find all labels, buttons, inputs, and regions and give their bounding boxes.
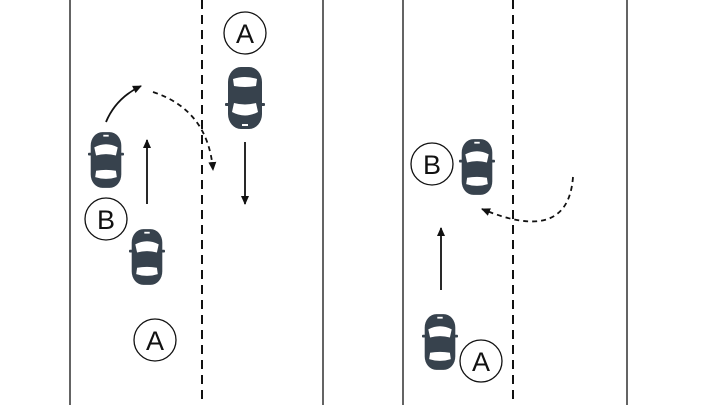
label-a-vehicle-2: A bbox=[459, 339, 503, 383]
label-text: A bbox=[236, 19, 254, 49]
car-icon bbox=[88, 132, 124, 188]
dashed-curved-arrow-icon bbox=[481, 176, 574, 223]
label-a-vehicle: A bbox=[133, 318, 177, 362]
car-icon bbox=[129, 229, 165, 285]
label-b-turning: B bbox=[410, 142, 454, 186]
label-text: B bbox=[97, 205, 115, 235]
car-icon bbox=[225, 67, 265, 129]
label-text: A bbox=[472, 347, 490, 377]
road-scene-1 bbox=[69, 0, 324, 405]
arrow-curved-icon bbox=[105, 85, 142, 123]
label-b-overtaking: B bbox=[84, 197, 128, 241]
label-text: B bbox=[423, 150, 441, 180]
car-icon bbox=[459, 139, 495, 195]
road-scene-2 bbox=[402, 0, 628, 405]
label-text: A bbox=[146, 326, 164, 356]
dashed-curved-arrow-icon bbox=[152, 91, 217, 171]
label-a-oncoming: A bbox=[223, 11, 267, 55]
car-icon bbox=[422, 314, 458, 370]
